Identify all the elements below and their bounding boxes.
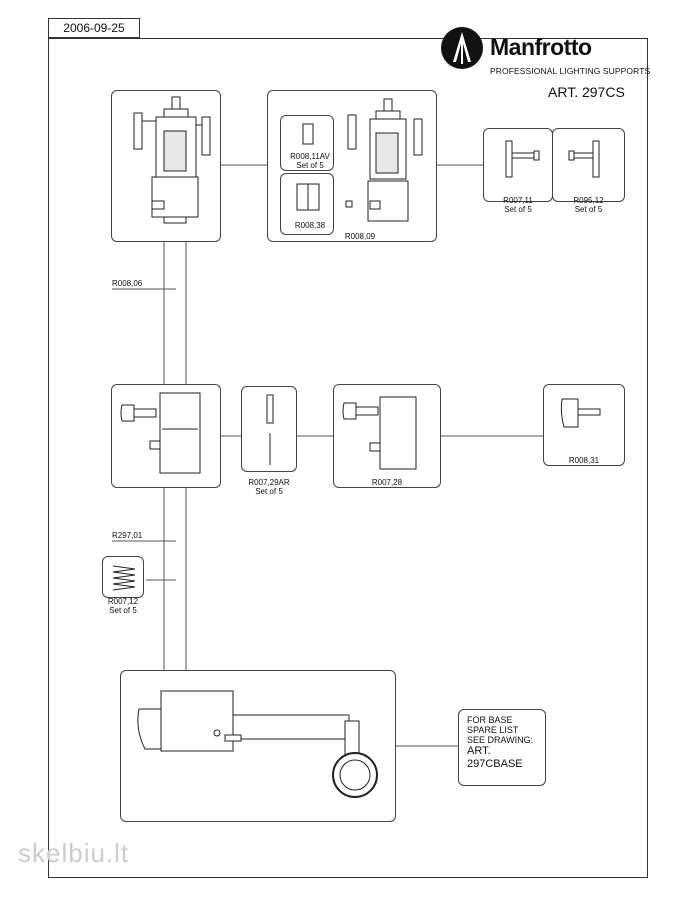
label-r008-11av-qty: Set of 5 [296,161,324,170]
label-r008-11av-code: R008,11AV [290,152,330,161]
label-r008-38-code: R008,38 [294,221,326,230]
part-box-base-assembly [120,670,396,822]
label-r007-12-qty: Set of 5 [109,606,137,615]
label-r095-12-qty: Set of 5 [574,205,603,214]
drawing-date: 2006-09-25 [48,18,140,38]
r008-31-drawing-icon [560,398,601,428]
label-r007-11-qty: Set of 5 [504,205,532,214]
r095-12-drawing-icon [568,140,600,178]
label-r007-28-code: R007,28 [371,478,403,487]
head-assembly-drawing-icon [133,96,211,224]
r007-28-drawing-icon [342,396,417,470]
spring-drawing-icon [112,565,136,591]
base-reference-note: FOR BASE SPARE LIST SEE DRAWING: ART. 29… [458,709,546,786]
r008-09-drawing-icon [345,98,423,222]
clamp-assembly-drawing-icon [120,392,201,474]
base-note-line1: FOR BASE [467,715,513,725]
part-box-r007-28 [333,384,441,488]
brand-name: Manfrotto [490,34,592,60]
label-r008-06-code: R008,06 [112,279,143,288]
manfrotto-logo-icon [441,27,483,69]
part-box-r007-12 [102,556,144,598]
base-assembly-drawing-icon [137,690,378,798]
label-r007-11-code: R007,11 [503,196,533,205]
brand-tagline: PROFESSIONAL LIGHTING SUPPORTS [490,66,651,76]
part-box-head-assembly [111,90,221,242]
part-box-r095-12 [552,128,625,202]
part-box-clamp-assembly [111,384,221,488]
label-r007-29ar-qty: Set of 5 [255,487,283,496]
r008-38-drawing-icon [296,183,320,211]
part-box-r007-11 [483,128,553,202]
r007-11-drawing-icon [505,140,540,178]
base-note-line2: SPARE LIST [467,725,519,735]
base-note-line5: 297CBASE [467,758,523,770]
article-number: ART. 297CS [548,84,625,100]
r008-11av-drawing-icon [302,123,314,145]
part-box-r008-09-group [267,90,437,242]
watermark: skelbiu.lt [18,838,130,868]
drawing-frame [48,38,648,878]
part-box-r008-11av [280,115,334,171]
label-r008-31-code: R008,31 [568,456,600,465]
label-r297-01-code: R297,01 [112,531,143,540]
label-r008-09-code: R008,09 [344,232,376,241]
part-box-r008-31 [543,384,625,466]
label-r095-12-code: R095,12 [573,196,604,205]
r007-29ar-drawing-icon [266,394,274,465]
part-box-r008-38 [280,173,334,235]
label-r007-29ar-code: R007,29AR [248,478,290,487]
base-note-line3: SEE DRAWING: [467,735,534,745]
base-note-line4: ART. [467,745,491,757]
part-box-r007-29ar [241,386,297,472]
label-r007-12-code: R007,12 [107,597,139,606]
